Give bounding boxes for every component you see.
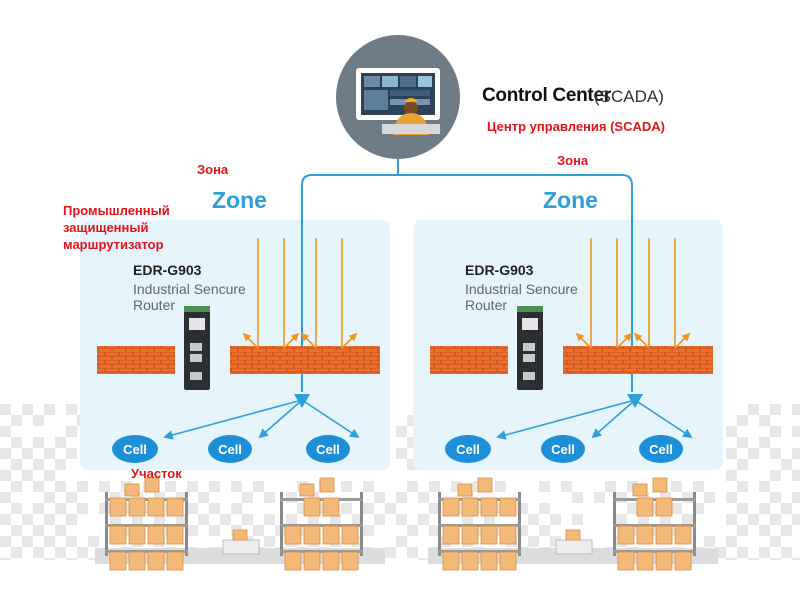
router-annotation-ru-line2: защищенный: [63, 219, 148, 236]
firewall-wall-left: [430, 346, 508, 374]
cell-label: Cell: [551, 442, 575, 457]
firewall-wall-right: [230, 346, 380, 374]
control-center-node: [336, 35, 460, 159]
router-right-desc-line1: Industrial Sencure: [465, 281, 578, 297]
cell-node: Cell: [208, 435, 252, 463]
firewall-wall-right: [563, 346, 713, 374]
cell-label: Cell: [316, 442, 340, 457]
cell-node: Cell: [541, 435, 585, 463]
router-left-desc-line2: Router: [133, 297, 175, 313]
cell-node: Cell: [639, 435, 683, 463]
pallet-icon: [556, 530, 592, 554]
cell-node: Cell: [445, 435, 491, 463]
control-center-title: Control Center: [482, 85, 611, 107]
control-center-subtitle: (SCADA): [594, 87, 664, 107]
router-annotation-ru-line3: маршрутизатор: [63, 236, 164, 253]
cell-label: Cell: [649, 442, 673, 457]
zone-right-label: Zone: [543, 187, 598, 214]
zone-panel-left: [80, 220, 390, 470]
cell-label: Cell: [123, 442, 147, 457]
router-right-desc-line2: Router: [465, 297, 507, 313]
cell-label: Cell: [218, 442, 242, 457]
cell-node: Cell: [306, 435, 350, 463]
control-center-title-ru: Центр управления (SCADA): [487, 118, 665, 135]
router-left-desc-line1: Industrial Sencure: [133, 281, 246, 297]
site-annotation-ru: Участок: [131, 465, 182, 482]
zone-left-label: Zone: [212, 187, 267, 214]
zone-panel-right: [413, 220, 723, 470]
edr-g903-router-icon: [517, 306, 543, 390]
router-annotation-ru-line1: Промышленный: [63, 202, 170, 219]
router-right-model: EDR-G903: [465, 262, 533, 278]
cell-label: Cell: [456, 442, 480, 457]
edr-g903-router-icon: [184, 306, 210, 390]
cell-node: Cell: [112, 435, 158, 463]
router-left-model: EDR-G903: [133, 262, 201, 278]
firewall-wall-left: [97, 346, 175, 374]
zone-right-annotation-ru: Зона: [557, 152, 588, 169]
zone-left-annotation-ru: Зона: [197, 161, 228, 178]
